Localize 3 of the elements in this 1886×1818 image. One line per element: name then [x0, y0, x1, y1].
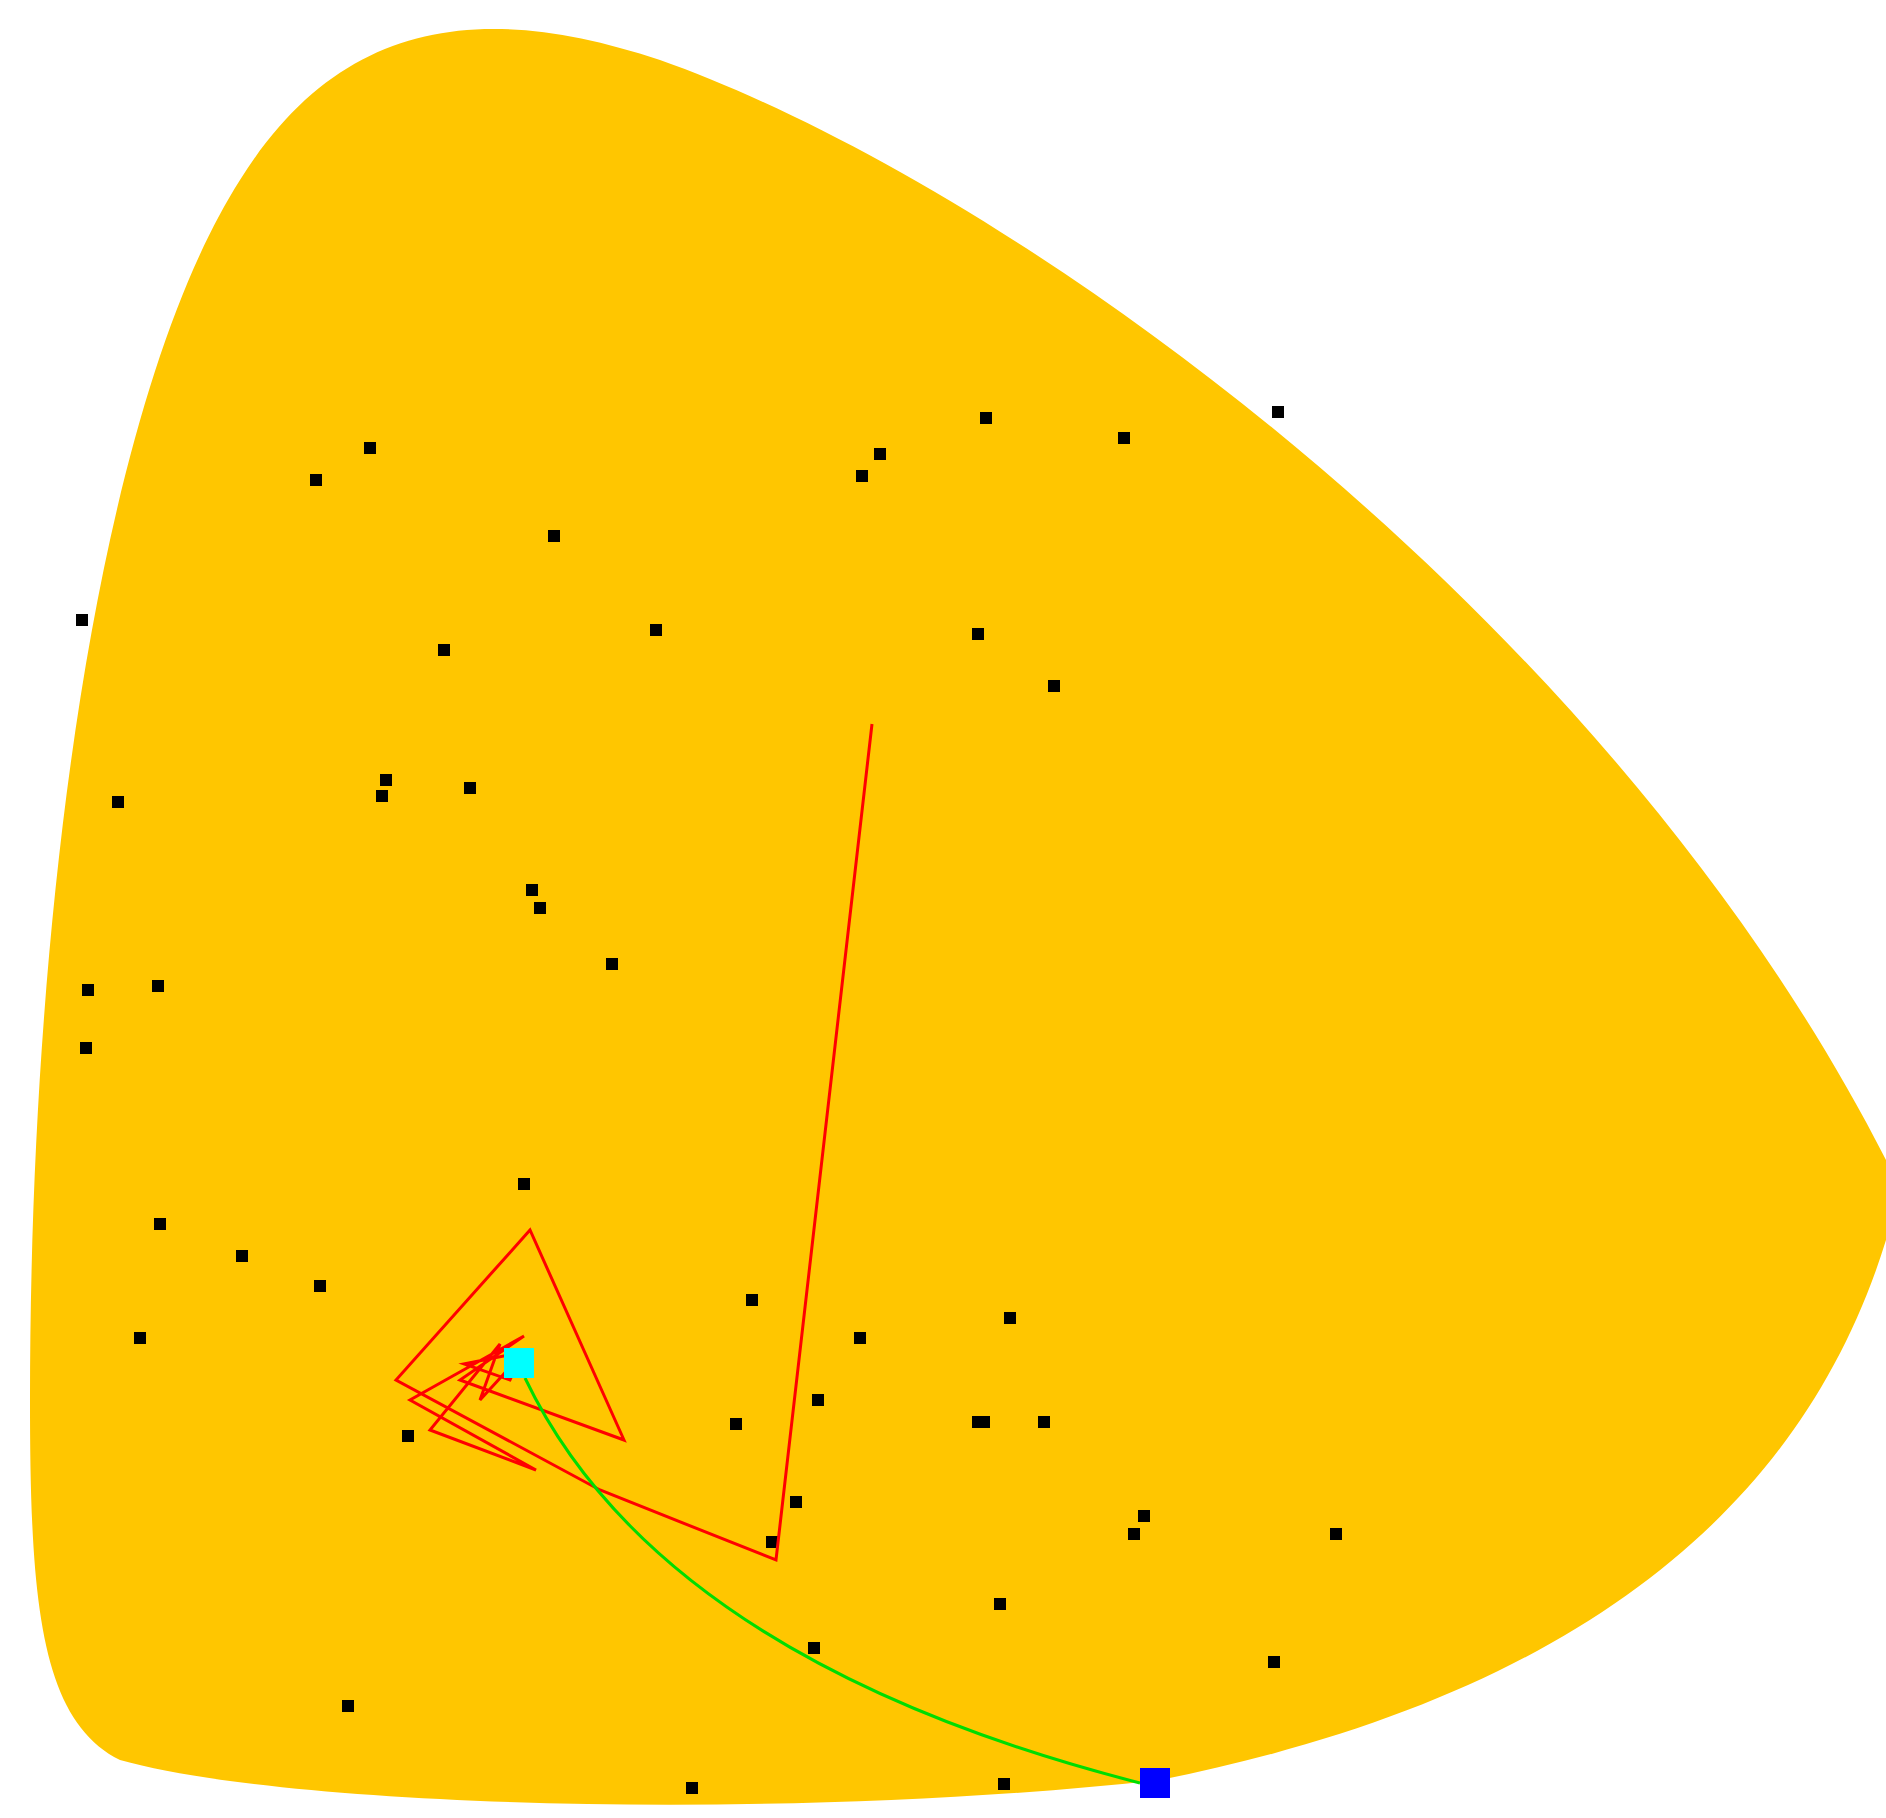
current-point-marker: [504, 1348, 534, 1378]
curve-line: [523, 1377, 1141, 1785]
target-point-marker: [1140, 1768, 1170, 1798]
